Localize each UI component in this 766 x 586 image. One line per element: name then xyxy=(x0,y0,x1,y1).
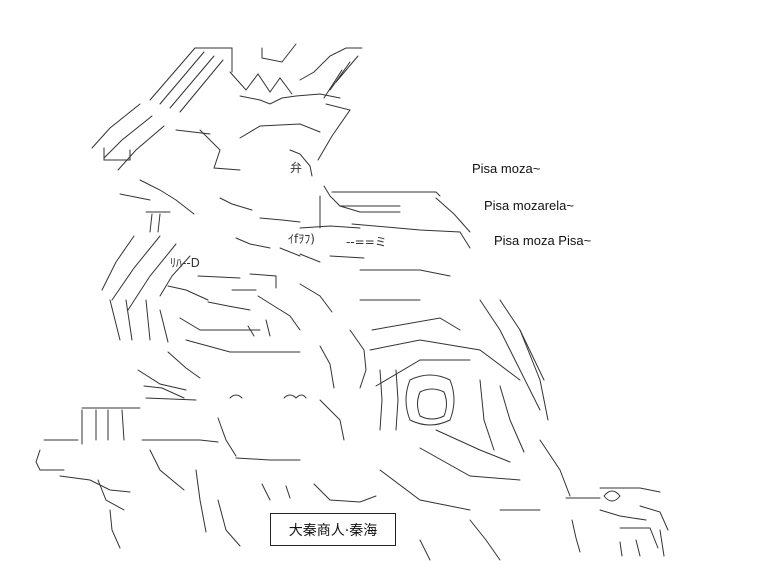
speech-line-1: Pisa moza~ xyxy=(472,161,541,176)
ascii-text-glyphs: 弁 ｲfｦﾌ) ﾘﾊ--D --==ミ xyxy=(170,160,387,270)
caption-text: 大秦商人·秦海 xyxy=(288,522,378,539)
face-glyph: ｲfｦﾌ) xyxy=(288,232,315,246)
speech-line-3: Pisa moza Pisa~ xyxy=(494,233,592,248)
body-lines xyxy=(101,235,333,401)
caption-box: 大秦商人·秦海 xyxy=(270,513,396,546)
small-figure-lines xyxy=(565,487,669,557)
chest-glyph: --==ミ xyxy=(346,235,387,249)
hat-lines xyxy=(91,43,363,177)
speech-line-2: Pisa mozarela~ xyxy=(484,198,574,213)
face-lines xyxy=(119,179,471,277)
eye-lines xyxy=(229,329,399,441)
right-pattern-lines xyxy=(359,299,571,561)
boot-glyph: ﾘﾊ--D xyxy=(170,256,200,270)
patch-glyph: 弁 xyxy=(290,160,302,175)
hand-lines xyxy=(35,407,377,549)
